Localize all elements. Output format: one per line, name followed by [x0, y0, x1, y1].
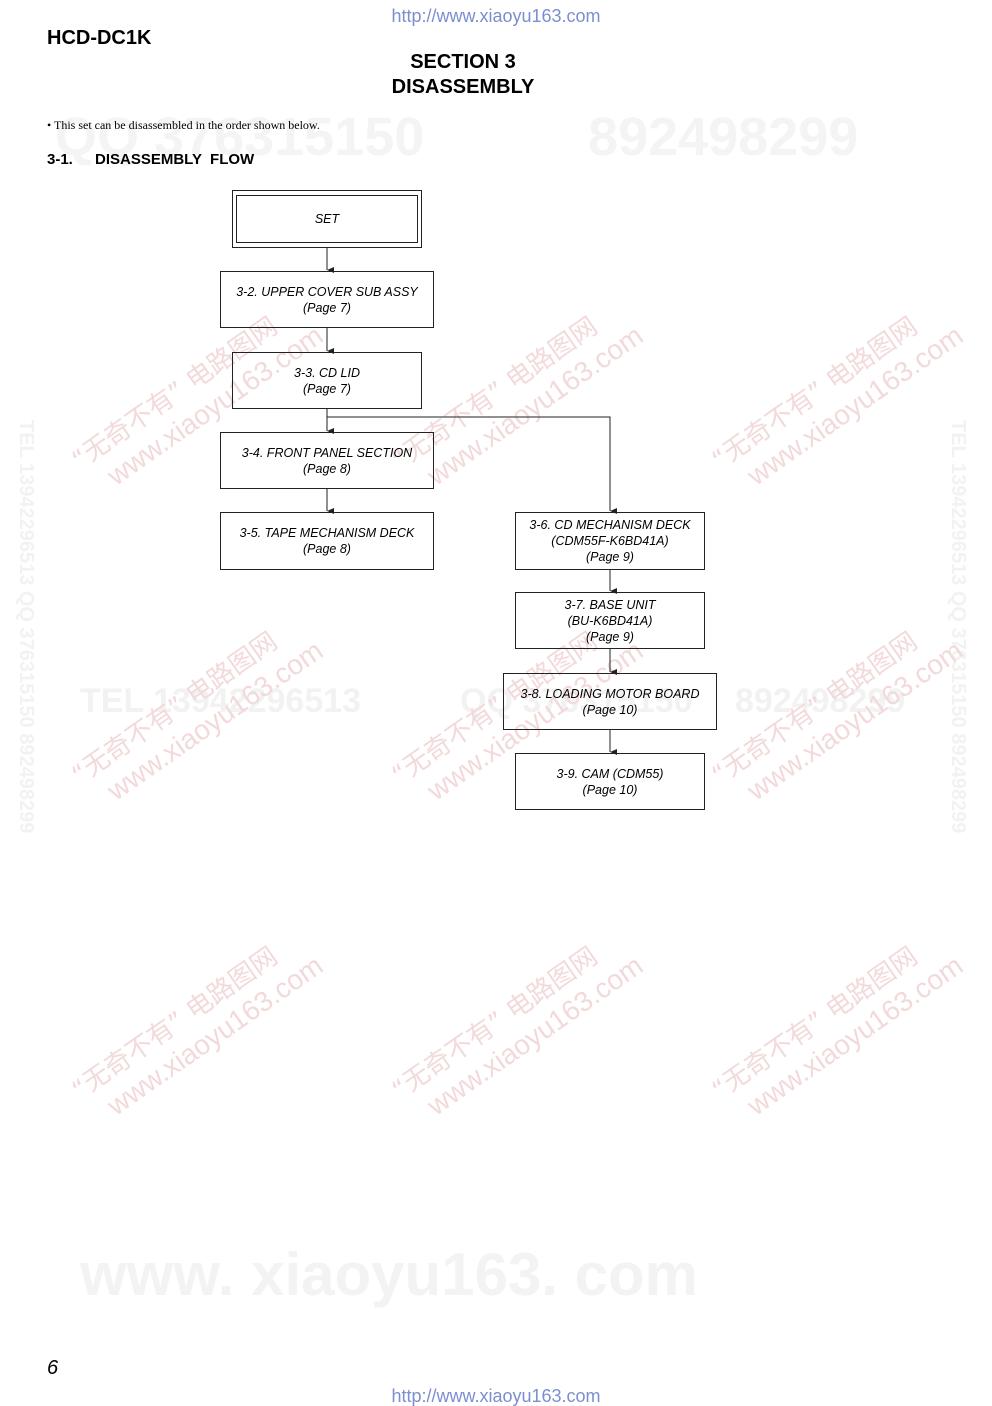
page-number: 6: [47, 1357, 59, 1379]
flow-box-front-panel-title: 3-4. FRONT PANEL SECTION: [241, 445, 413, 460]
flow-box-cam: 3-9. CAM (CDM55) (Page 10): [515, 753, 705, 810]
intro-note: • This set can be disassembled in the or…: [47, 118, 320, 132]
flow-box-base-unit: 3-7. BASE UNIT (BU-K6BD41A) (Page 9): [515, 592, 705, 649]
arrow-branch-to-cd-mech: [327, 416, 617, 514]
flow-box-cd-lid-page: (Page 7): [303, 381, 351, 396]
flow-box-cd-lid-title: 3-3. CD LID: [294, 365, 360, 380]
flow-box-cam-title: 3-9. CAM (CDM55): [556, 766, 664, 781]
flow-box-cd-mech-model: (CDM55F-K6BD41A): [551, 534, 669, 548]
subsection-number: 3-1.: [47, 151, 73, 168]
subsection-title: DISASSEMBLY FLOW: [95, 151, 255, 168]
flow-box-cd-mech: 3-6. CD MECHANISM DECK (CDM55F-K6BD41A) …: [515, 512, 705, 570]
flow-box-front-panel-page: (Page 8): [303, 461, 351, 476]
flow-box-cam-page: (Page 10): [582, 782, 638, 797]
section-number: SECTION 3: [410, 51, 516, 73]
flow-box-tape-deck-page: (Page 8): [303, 542, 351, 556]
flow-box-cd-mech-title: 3-6. CD MECHANISM DECK: [529, 518, 691, 532]
header-url-link[interactable]: http://www.xiaoyu163.com: [391, 6, 601, 26]
subsection-heading: 3-1. DISASSEMBLY FLOW: [47, 151, 254, 169]
flow-box-base-unit-model: (BU-K6BD41A): [567, 613, 653, 628]
flow-box-upper-cover-title: 3-2. UPPER COVER SUB ASSY: [236, 284, 418, 299]
flow-box-set-label: SET: [314, 212, 340, 226]
flow-box-cd-mech-page: (Page 9): [586, 550, 634, 564]
model-name: HCD-DC1K: [47, 27, 152, 49]
flow-box-set-inner-frame: [236, 195, 418, 243]
flow-box-loading-motor-page: (Page 10): [582, 702, 638, 717]
flow-box-cd-lid: 3-3. CD LID (Page 7): [232, 352, 422, 409]
section-title: DISASSEMBLY: [391, 76, 535, 98]
flow-box-base-unit-page: (Page 9): [586, 629, 634, 644]
footer-url-link[interactable]: http://www.xiaoyu163.com: [391, 1386, 601, 1406]
flow-box-base-unit-title: 3-7. BASE UNIT: [564, 597, 656, 612]
flow-box-front-panel: 3-4. FRONT PANEL SECTION (Page 8): [220, 432, 434, 489]
flow-box-tape-deck-title: 3-5. TAPE MECHANISM DECK: [239, 526, 415, 540]
flow-box-tape-deck: 3-5. TAPE MECHANISM DECK (Page 8): [220, 512, 434, 570]
flow-box-loading-motor: 3-8. LOADING MOTOR BOARD (Page 10): [503, 673, 717, 730]
flow-box-upper-cover-page: (Page 7): [303, 300, 351, 315]
flow-box-set: SET: [232, 190, 422, 248]
flow-box-loading-motor-title: 3-8. LOADING MOTOR BOARD: [520, 686, 700, 701]
flow-box-upper-cover: 3-2. UPPER COVER SUB ASSY (Page 7): [220, 271, 434, 328]
